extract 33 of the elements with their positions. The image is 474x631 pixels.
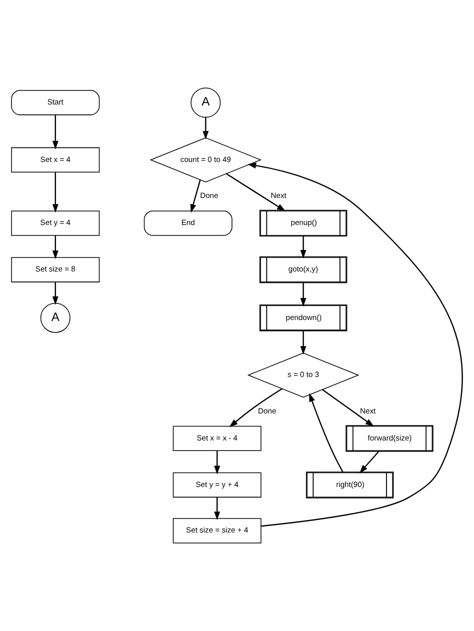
node-circle: A	[40, 302, 70, 333]
node-diamond: s = 0 to 3	[247, 352, 360, 398]
edge-label: Done	[200, 191, 218, 200]
arrow	[52, 114, 58, 150]
arrow	[300, 236, 306, 259]
arrow	[226, 173, 286, 212]
node-box: Set size = size + 4	[172, 518, 262, 544]
node-box: Set x = x - 4	[172, 426, 262, 452]
arrow	[214, 497, 220, 520]
node-box: Set y = y + 4	[172, 472, 262, 498]
node-box: Start	[11, 90, 100, 116]
arrow	[52, 282, 58, 305]
arrow	[300, 331, 306, 355]
arrow	[300, 282, 306, 307]
node-box: End	[144, 210, 232, 236]
arrow	[52, 236, 58, 260]
node-box: Set size = 8	[11, 257, 100, 282]
arrow	[52, 172, 58, 213]
node-circle: A	[190, 88, 221, 118]
arrow	[229, 388, 282, 428]
edge-label: Next	[360, 406, 376, 416]
arrow	[248, 162, 463, 527]
node-diamond: count = 0 to 49	[150, 137, 262, 182]
edge-label: Next	[270, 191, 286, 200]
arrow	[309, 393, 344, 472]
arrow	[322, 389, 374, 427]
edge-label: Done	[258, 406, 276, 416]
node-box: Set y = 4	[11, 210, 100, 236]
arrow	[190, 180, 201, 213]
arrow	[214, 450, 220, 474]
arrow	[359, 451, 380, 474]
arrow	[202, 117, 209, 140]
node-box: Set x = 4	[11, 147, 100, 172]
